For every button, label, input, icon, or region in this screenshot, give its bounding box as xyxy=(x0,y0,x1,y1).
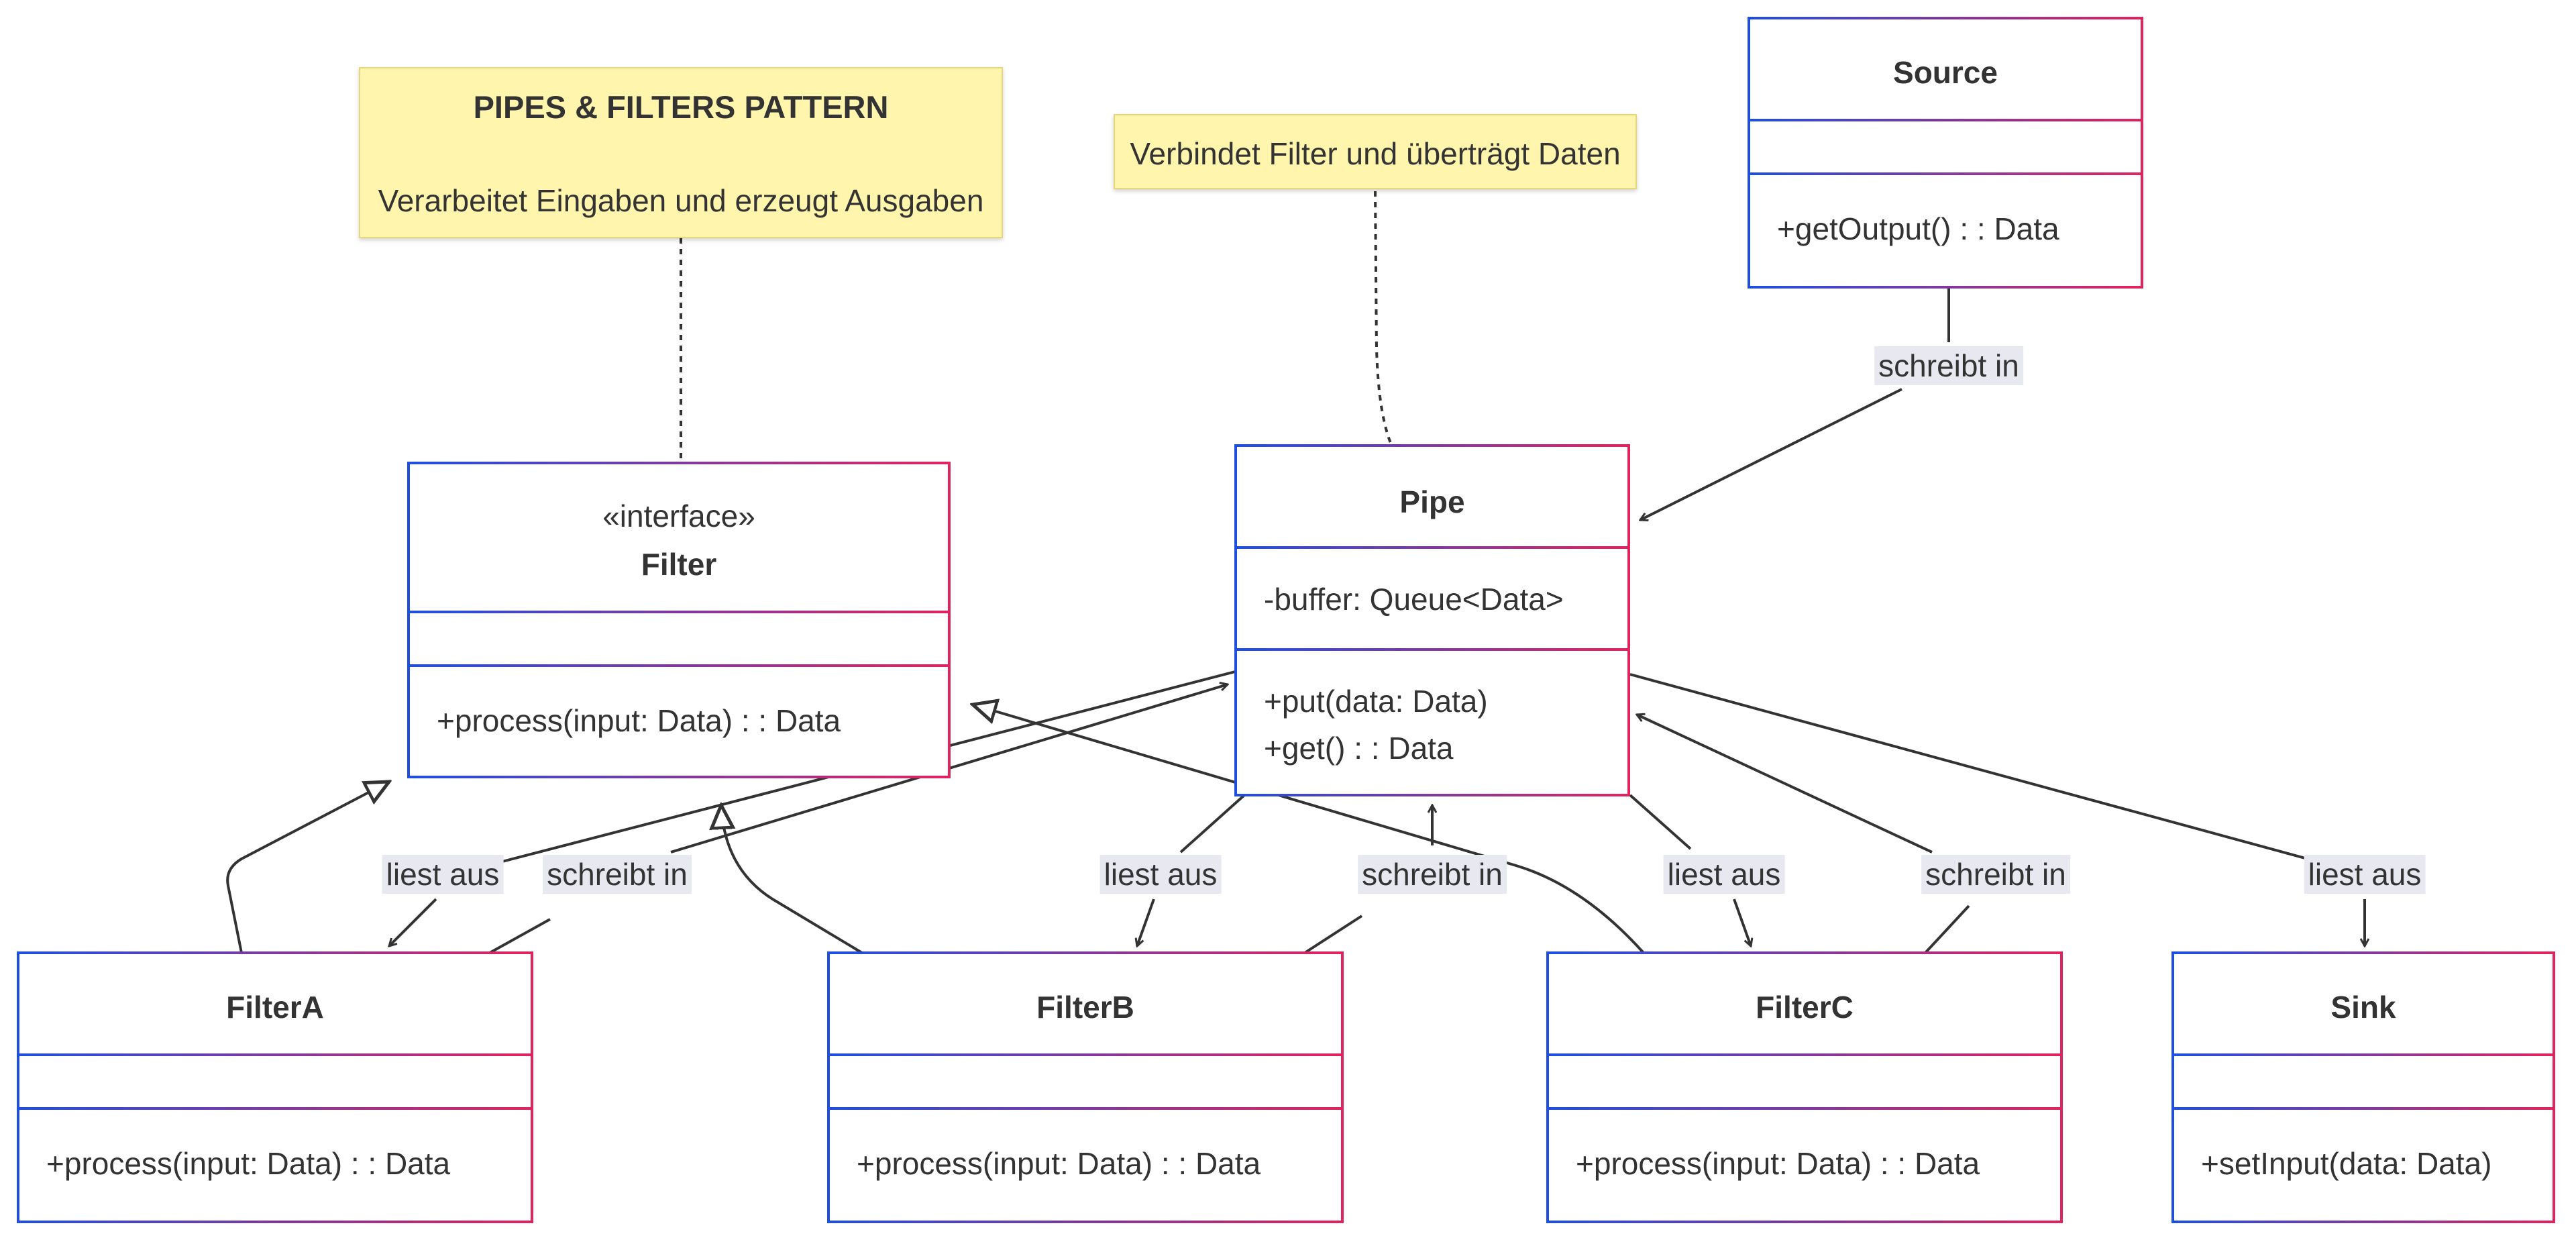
edge-b-reads xyxy=(1137,794,1246,946)
edge-label-sink-reads: liest aus xyxy=(2304,855,2426,894)
edge-label-source-pipe: schreibt in xyxy=(1874,346,2023,385)
edge-a-realizes xyxy=(226,782,389,953)
edge-sink-reads xyxy=(1629,673,2365,946)
edge-label-c-reads: liest aus xyxy=(1663,855,1785,894)
class-name: FilterB xyxy=(1036,990,1134,1025)
edge-b-writes xyxy=(1303,805,1432,954)
attribute: -buffer: Queue<Data> xyxy=(1264,582,1564,617)
divider xyxy=(1750,119,2141,121)
class-filter-interface[interactable]: «interface» Filter +process(input: Data)… xyxy=(407,462,951,778)
class-filter-b[interactable]: FilterB +process(input: Data) : : Data xyxy=(827,951,1344,1223)
class-name: Filter xyxy=(641,547,717,582)
divider xyxy=(1549,1053,2060,1056)
edge-label-a-reads: liest aus xyxy=(382,855,504,894)
divider xyxy=(830,1053,1341,1056)
divider xyxy=(1750,172,2141,175)
divider xyxy=(2174,1053,2553,1056)
note-link-pipe xyxy=(1374,191,1393,447)
class-name: FilterC xyxy=(1756,990,1854,1025)
note-pattern-text: Verarbeitet Eingaben und erzeugt Ausgabe… xyxy=(378,183,984,218)
class-pipe[interactable]: Pipe -buffer: Queue<Data> +put(data: Dat… xyxy=(1234,444,1630,796)
method: +process(input: Data) : : Data xyxy=(46,1146,451,1181)
edge-label-c-writes: schreibt in xyxy=(1921,855,2070,894)
edge-label-b-reads: liest aus xyxy=(1099,855,1222,894)
edge-c-reads xyxy=(1629,794,1751,946)
class-filter-c[interactable]: FilterC +process(input: Data) : : Data xyxy=(1546,951,2063,1223)
class-name: Source xyxy=(1893,55,1998,90)
class-name: Pipe xyxy=(1399,484,1465,519)
divider xyxy=(2174,1107,2553,1110)
edge-c-realizes xyxy=(973,705,1645,954)
method: +setInput(data: Data) xyxy=(2201,1146,2492,1181)
class-sink[interactable]: Sink +setInput(data: Data) xyxy=(2171,951,2555,1223)
divider xyxy=(1237,648,1627,651)
note-pattern: PIPES & FILTERS PATTERN Verarbeitet Eing… xyxy=(359,67,1003,238)
method: +process(input: Data) : : Data xyxy=(857,1146,1261,1181)
method: +process(input: Data) : : Data xyxy=(1576,1146,1980,1181)
divider xyxy=(19,1107,531,1110)
divider xyxy=(830,1107,1341,1110)
note-pattern-title: PIPES & FILTERS PATTERN xyxy=(473,89,889,125)
class-filter-a[interactable]: FilterA +process(input: Data) : : Data xyxy=(17,951,533,1223)
divider xyxy=(410,611,948,613)
class-source[interactable]: Source +getOutput() : : Data xyxy=(1748,17,2143,289)
divider xyxy=(19,1053,531,1056)
edge-b-realizes xyxy=(721,805,863,954)
class-name: Sink xyxy=(2330,990,2396,1025)
edge-c-writes xyxy=(1637,715,1970,954)
stereotype: «interface» xyxy=(602,499,755,533)
note-pipe: Verbindet Filter und überträgt Daten xyxy=(1114,114,1637,189)
method: +getOutput() : : Data xyxy=(1777,211,2059,246)
divider xyxy=(410,664,948,667)
method: +process(input: Data) : : Data xyxy=(437,703,841,738)
divider xyxy=(1549,1107,2060,1110)
divider xyxy=(1237,546,1627,549)
note-pipe-text: Verbindet Filter und überträgt Daten xyxy=(1130,136,1621,171)
method: +put(data: Data) xyxy=(1264,684,1488,719)
method: +get() : : Data xyxy=(1264,731,1454,766)
edge-source-pipe xyxy=(1640,289,1950,520)
edge-label-b-writes: schreibt in xyxy=(1358,855,1507,894)
edge-label-a-writes: schreibt in xyxy=(543,855,692,894)
class-name: FilterA xyxy=(226,990,324,1025)
